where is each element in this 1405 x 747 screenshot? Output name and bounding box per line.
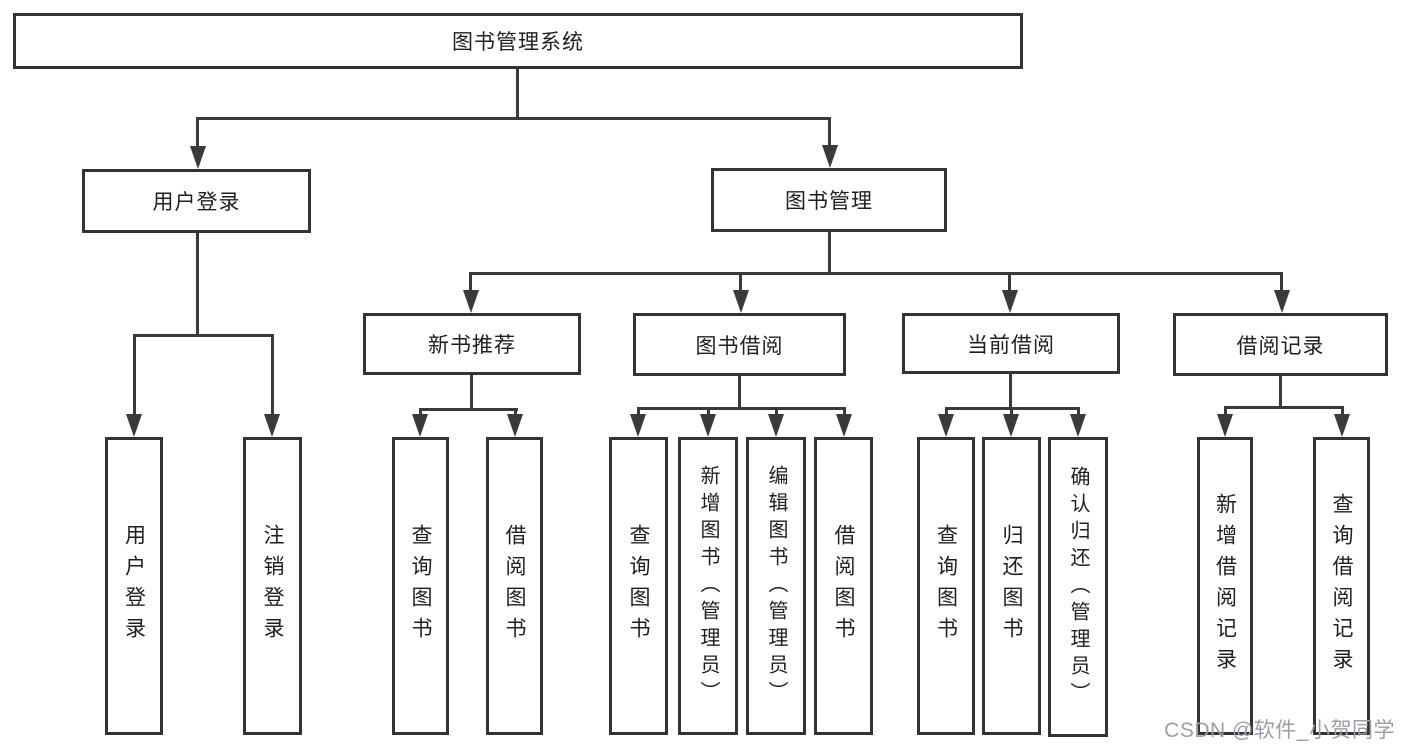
connector-line xyxy=(1280,272,1283,294)
node-label: 用户登录 xyxy=(152,191,241,214)
connector-line xyxy=(419,408,518,411)
connector-line xyxy=(196,117,831,120)
node-new-book-recommend: 新书推荐 xyxy=(363,313,581,375)
arrowhead-icon xyxy=(412,414,428,437)
connector-line xyxy=(196,233,199,337)
arrowhead-icon xyxy=(1003,414,1019,437)
node-root-system: 图书管理系统 xyxy=(13,13,1023,69)
connector-line xyxy=(1008,272,1011,294)
node-label: 当前借阅 xyxy=(967,333,1055,357)
node-label: 用户登录 xyxy=(122,524,146,648)
arrowhead-icon xyxy=(1002,290,1018,313)
arrowhead-icon xyxy=(264,414,280,437)
node-label: 确认归还（管理员） xyxy=(1067,465,1089,709)
arrowhead-icon xyxy=(630,414,646,437)
leaf-query-book-3: 查询图书 xyxy=(917,437,975,735)
node-user-login: 用户登录 xyxy=(82,169,311,233)
node-label: 新增图书（管理员） xyxy=(697,464,719,708)
arrowhead-icon xyxy=(126,414,142,437)
csdn-watermark: CSDN @软件_小贺同学 xyxy=(1164,719,1395,742)
arrowhead-icon xyxy=(190,146,206,169)
leaf-confirm-return-admin: 确认归还（管理员） xyxy=(1048,437,1108,737)
arrowhead-icon xyxy=(507,414,523,437)
arrowhead-icon xyxy=(700,414,716,437)
node-label: 新书推荐 xyxy=(428,334,516,357)
leaf-add-borrow-record: 新增借阅记录 xyxy=(1197,437,1253,735)
connector-line xyxy=(470,375,473,411)
node-borrow-record: 借阅记录 xyxy=(1173,313,1388,376)
connector-line xyxy=(637,407,846,410)
node-label: 借阅记录 xyxy=(1236,334,1325,358)
node-book-borrow: 图书借阅 xyxy=(633,313,846,376)
connector-line xyxy=(516,69,519,120)
node-label: 查询图书 xyxy=(934,524,958,648)
connector-line xyxy=(469,272,472,294)
node-label: 图书借阅 xyxy=(695,334,784,358)
connector-line xyxy=(1009,374,1012,410)
node-label: 图书管理 xyxy=(785,190,873,213)
node-book-management: 图书管理 xyxy=(711,168,947,232)
arrowhead-icon xyxy=(733,290,749,313)
node-label: 归还图书 xyxy=(1000,524,1023,648)
node-label: 查询图书 xyxy=(409,524,432,648)
node-label: 查询图书 xyxy=(627,524,650,648)
connector-line xyxy=(1279,376,1282,409)
leaf-query-book-2: 查询图书 xyxy=(609,437,668,735)
connector-line xyxy=(828,117,831,153)
leaf-query-book-1: 查询图书 xyxy=(392,437,449,735)
connector-line xyxy=(738,376,741,410)
arrowhead-icon xyxy=(1217,414,1233,437)
connector-line xyxy=(271,334,274,424)
arrowhead-icon xyxy=(463,290,479,313)
leaf-user-login: 用户登录 xyxy=(105,437,163,735)
node-current-borrow: 当前借阅 xyxy=(902,313,1120,374)
leaf-borrow-book-1: 借阅图书 xyxy=(486,437,543,735)
node-label: 新增借阅记录 xyxy=(1213,493,1237,679)
node-label: 注销登录 xyxy=(261,524,284,648)
connector-line xyxy=(469,272,1283,275)
arrowhead-icon xyxy=(768,414,784,437)
node-label: 查询借阅记录 xyxy=(1330,493,1353,679)
node-label: 编辑图书（管理员） xyxy=(765,464,787,708)
leaf-add-book-admin: 新增图书（管理员） xyxy=(678,437,738,735)
connector-line xyxy=(828,232,831,275)
connector-line xyxy=(739,272,742,294)
leaf-return-book: 归还图书 xyxy=(982,437,1041,735)
connector-line xyxy=(133,334,136,424)
arrowhead-icon xyxy=(822,145,838,168)
node-label: 图书管理系统 xyxy=(452,31,584,54)
connector-line xyxy=(133,334,274,337)
leaf-logout: 注销登录 xyxy=(243,437,302,735)
node-label: 借阅图书 xyxy=(503,524,526,648)
arrowhead-icon xyxy=(1334,414,1350,437)
connector-line xyxy=(196,117,199,153)
connector-line xyxy=(1224,406,1344,409)
leaf-query-borrow-record: 查询借阅记录 xyxy=(1313,437,1370,735)
arrowhead-icon xyxy=(836,414,852,437)
leaf-borrow-book-2: 借阅图书 xyxy=(814,437,873,735)
arrowhead-icon xyxy=(1274,290,1290,313)
arrowhead-icon xyxy=(1070,414,1086,437)
arrowhead-icon xyxy=(938,414,954,437)
leaf-edit-book-admin: 编辑图书（管理员） xyxy=(746,437,806,735)
node-label: 借阅图书 xyxy=(832,524,855,648)
